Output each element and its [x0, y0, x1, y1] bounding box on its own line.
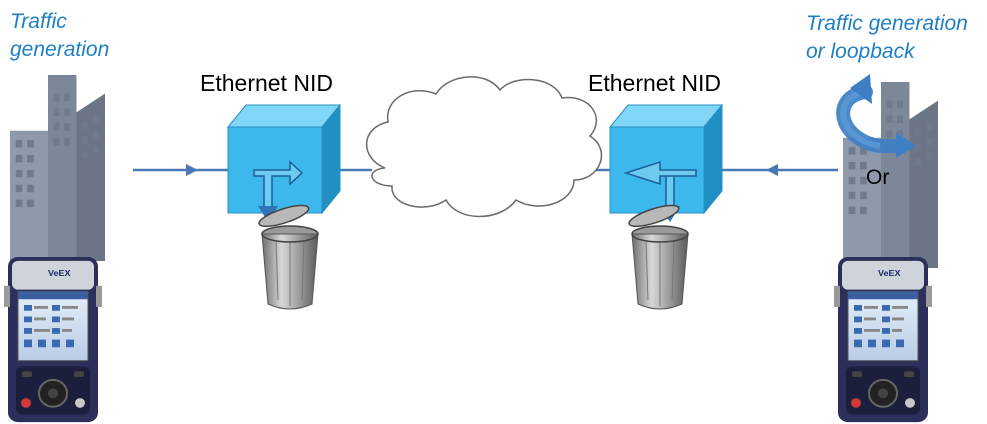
nid-right-cube-icon [608, 103, 724, 222]
or-label: Or [866, 166, 890, 189]
nid-left-label: Ethernet NID [200, 70, 333, 96]
caption-right-line1: Traffic generation [806, 12, 968, 35]
link-left [133, 164, 228, 176]
nid-left-cube-icon [226, 103, 342, 222]
trash-can-right-body-icon [631, 225, 689, 310]
tester-left-icon: VeEX [3, 256, 103, 424]
tester-right-brand: VeEX [878, 268, 901, 278]
tester-right-icon: VeEX [833, 256, 933, 424]
caption-right: Traffic generation or loopback [806, 10, 968, 66]
caption-right-line2: or loopback [806, 40, 915, 63]
link-right [720, 164, 838, 176]
nid-right-label: Ethernet NID [588, 70, 721, 96]
caption-left: Traffic generation [10, 8, 109, 64]
tester-left-brand: VeEX [48, 268, 71, 278]
building-right-icon [843, 82, 938, 268]
caption-left-line1: Traffic [10, 10, 67, 33]
caption-left-line2: generation [10, 38, 110, 61]
trash-can-left-icon [258, 204, 310, 228]
building-left-icon [10, 75, 106, 261]
network-cloud-icon [365, 76, 603, 218]
trash-can-right-icon [628, 204, 680, 228]
loopback-arrow-icon [836, 74, 916, 158]
trash-can-left-body-icon [261, 225, 319, 310]
